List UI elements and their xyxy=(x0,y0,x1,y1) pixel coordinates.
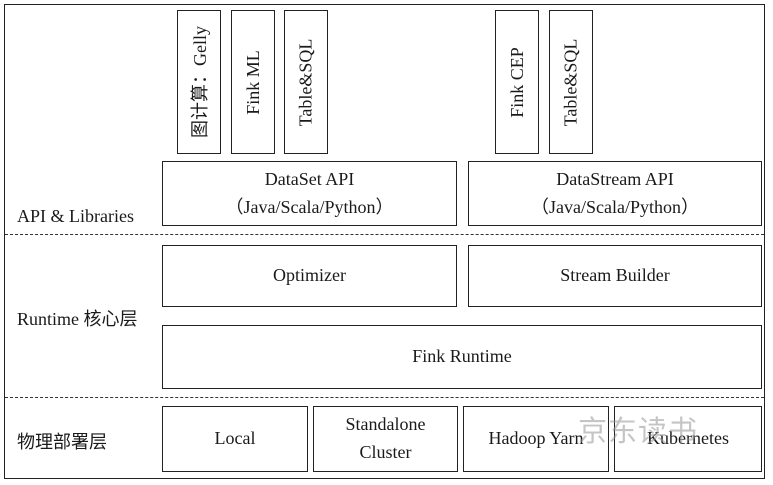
table-sql-batch-label: Table&SQL xyxy=(295,38,316,126)
flink-ml-box: Fink ML xyxy=(231,10,275,154)
datastream-api-box: DataStream API （Java/Scala/Python） xyxy=(468,161,762,226)
kubernetes-label: Kubernetes xyxy=(647,428,729,449)
flink-ml-label: Fink ML xyxy=(242,49,263,115)
hadoop-yarn-label: Hadoop Yarn xyxy=(488,428,584,449)
optimizer-label: Optimizer xyxy=(273,265,346,286)
hadoop-yarn-box: Hadoop Yarn xyxy=(463,406,609,472)
standalone-cluster-box: Standalone Cluster xyxy=(313,406,458,472)
datastream-api-langs: （Java/Scala/Python） xyxy=(531,196,699,217)
dataset-api-title: DataSet API xyxy=(264,168,355,189)
layer-label-api: API & Libraries xyxy=(17,206,134,226)
diagram-frame xyxy=(4,4,765,479)
flink-cep-box: Fink CEP xyxy=(495,10,539,154)
flink-cep-label: Fink CEP xyxy=(506,46,527,118)
stream-builder-label: Stream Builder xyxy=(560,265,670,286)
local-box: Local xyxy=(162,406,308,472)
optimizer-box: Optimizer xyxy=(162,245,457,307)
table-sql-batch-box: Table&SQL xyxy=(284,10,328,154)
divider-api-runtime xyxy=(5,234,764,235)
gelly-box: 图计算：Gelly xyxy=(177,10,221,154)
dataset-api-langs: （Java/Scala/Python） xyxy=(225,196,394,217)
gelly-label: 图计算：Gelly xyxy=(190,26,210,138)
table-sql-stream-box: Table&SQL xyxy=(549,10,593,154)
local-label: Local xyxy=(214,428,256,449)
standalone-label-line2: Cluster xyxy=(359,442,412,462)
stream-builder-box: Stream Builder xyxy=(468,245,762,307)
flink-runtime-box: Fink Runtime xyxy=(162,325,762,389)
dataset-api-box: DataSet API （Java/Scala/Python） xyxy=(162,161,457,226)
layer-label-deploy: 物理部署层 xyxy=(17,432,107,452)
divider-runtime-deploy xyxy=(5,397,764,398)
flink-runtime-label: Fink Runtime xyxy=(412,346,512,367)
layer-label-runtime: Runtime 核心层 xyxy=(17,309,138,329)
table-sql-stream-label: Table&SQL xyxy=(560,38,581,126)
watermark: 京东读书 xyxy=(578,414,699,448)
standalone-label-line1: Standalone xyxy=(345,414,426,435)
datastream-api-title: DataStream API xyxy=(556,168,674,189)
kubernetes-box: Kubernetes xyxy=(614,406,762,472)
